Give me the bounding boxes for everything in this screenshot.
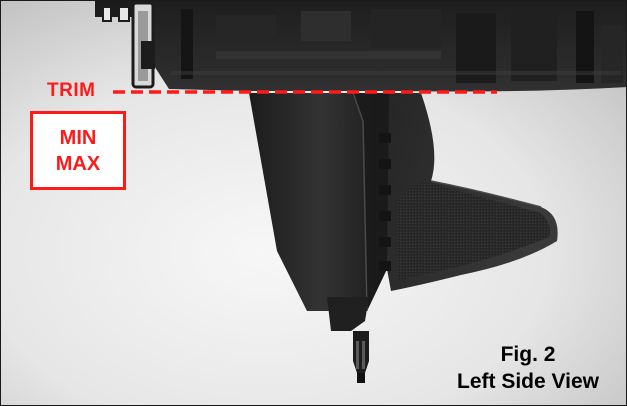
skeg-body bbox=[249, 92, 393, 312]
figure-caption: Fig. 2 Left Side View bbox=[438, 341, 618, 396]
rear-fin bbox=[379, 93, 558, 291]
mount-bracket bbox=[95, 1, 155, 89]
min-max-box: MIN MAX bbox=[30, 111, 126, 190]
skeg-tip bbox=[327, 297, 369, 383]
min-label: MIN bbox=[59, 126, 97, 149]
hull-housing bbox=[151, 1, 626, 92]
figure-number: Fig. 2 bbox=[500, 343, 556, 366]
trim-label: TRIM bbox=[47, 80, 96, 101]
figure-view-name: Left Side View bbox=[457, 370, 599, 394]
max-label: MAX bbox=[55, 152, 101, 175]
